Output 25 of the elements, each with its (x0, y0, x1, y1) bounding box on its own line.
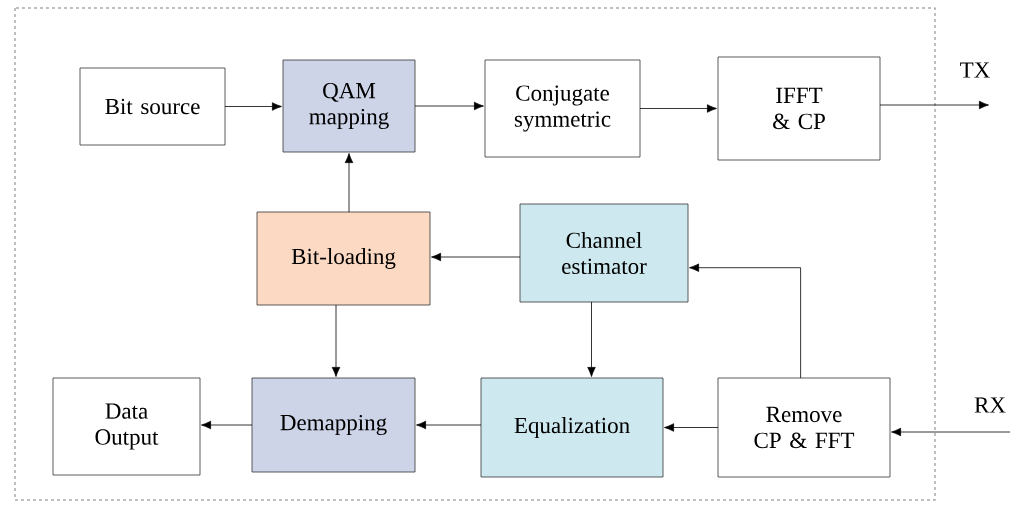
arrow (587, 301, 596, 377)
signal-label: RX (974, 397, 1006, 413)
arrow (431, 252, 521, 262)
process-box: IFFT & CP (717, 56, 881, 161)
process-box: QAM mapping (282, 59, 416, 153)
arrow (224, 102, 282, 111)
arrow (416, 420, 482, 430)
arrow (201, 420, 253, 430)
process-box: Data Output (52, 377, 201, 476)
arrow (891, 427, 1011, 437)
arrow (664, 423, 719, 432)
signal-label: TX (960, 62, 990, 78)
arrow (414, 101, 484, 111)
process-box: Remove CP & FFT (717, 377, 891, 478)
process-box: Bit source (79, 67, 226, 146)
arrow (639, 104, 717, 113)
arrow (331, 304, 341, 377)
process-box: Demapping (251, 377, 416, 473)
process-box: Bit-loading (256, 211, 431, 306)
process-box: Conjugate symmetric (484, 59, 641, 158)
process-box: Equalization (480, 377, 664, 478)
process-box: Channel estimator (519, 203, 689, 303)
arrow (689, 263, 801, 379)
arrow (344, 153, 354, 213)
arrow (879, 100, 989, 110)
